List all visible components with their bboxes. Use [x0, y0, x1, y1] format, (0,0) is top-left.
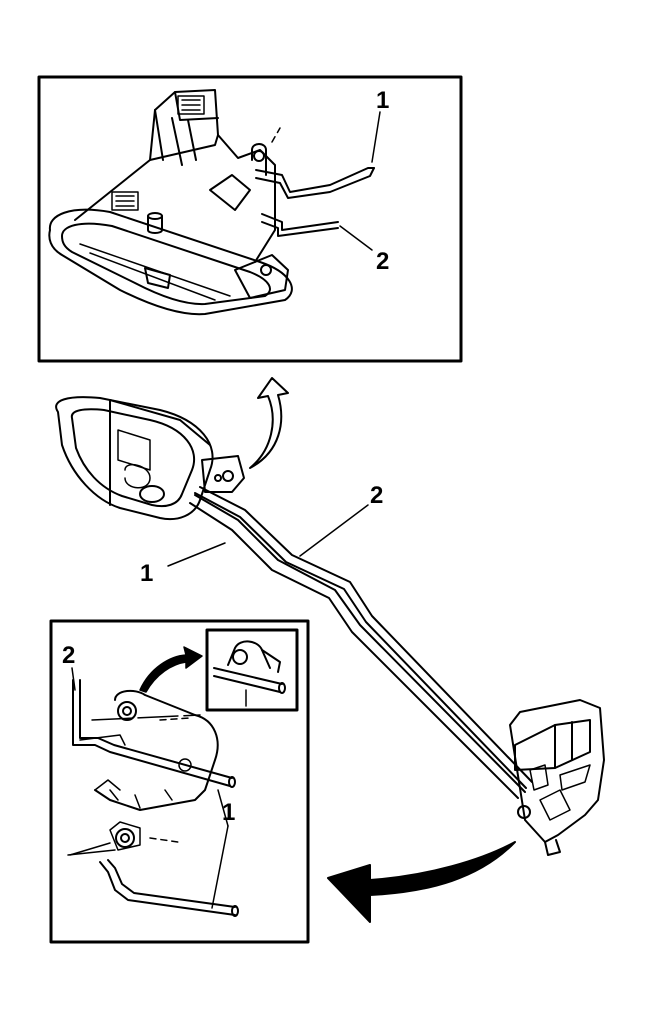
top-detail-callout-2: 2: [376, 248, 390, 275]
main-callout-1-leader: [167, 542, 226, 567]
top-callout-2-leader: [339, 225, 373, 251]
arrow-to-clip-closeup: [139, 646, 203, 693]
top-callout-1-leader: [371, 111, 381, 163]
main-rod-callout-2: 2: [370, 482, 384, 509]
main-callout-2-leader: [299, 504, 369, 557]
latch-plate: [91, 689, 219, 811]
bottom-callout-1-leader-b: [217, 789, 229, 827]
bottom-detail-frame: [49, 619, 310, 944]
bottom-callout-2-leader: [71, 667, 76, 691]
top-detail-inset: [37, 75, 463, 363]
bottom-detail-callout-1: 1: [222, 799, 236, 826]
main-rod-1: [189, 494, 526, 799]
inside-handle-housing: [48, 89, 293, 316]
bottom-detail-inset: [49, 619, 310, 944]
inside-door-handle: [55, 396, 245, 520]
main-assembly: [55, 396, 605, 856]
top-detail-rod-1: [255, 167, 375, 199]
bottom-callout-1-leader-a: [211, 825, 229, 909]
top-detail-rod-2: [261, 213, 339, 237]
bottom-detail-callout-2: 2: [62, 642, 76, 669]
bottom-detail-rod-1: [99, 859, 239, 917]
main-rod-2: [194, 486, 533, 789]
bottom-detail-rod-2: [72, 679, 236, 788]
bottom-detail-clip: [67, 821, 179, 856]
arrow-up-to-top-detail: [249, 377, 289, 469]
top-detail-frame: [37, 75, 463, 363]
arrow-down-to-bottom-detail: [327, 841, 516, 923]
door-latch-assembly: [509, 699, 605, 856]
clip-closeup-inset: [205, 628, 299, 712]
main-rod-callout-1: 1: [140, 560, 154, 587]
top-detail-callout-1: 1: [376, 87, 390, 114]
